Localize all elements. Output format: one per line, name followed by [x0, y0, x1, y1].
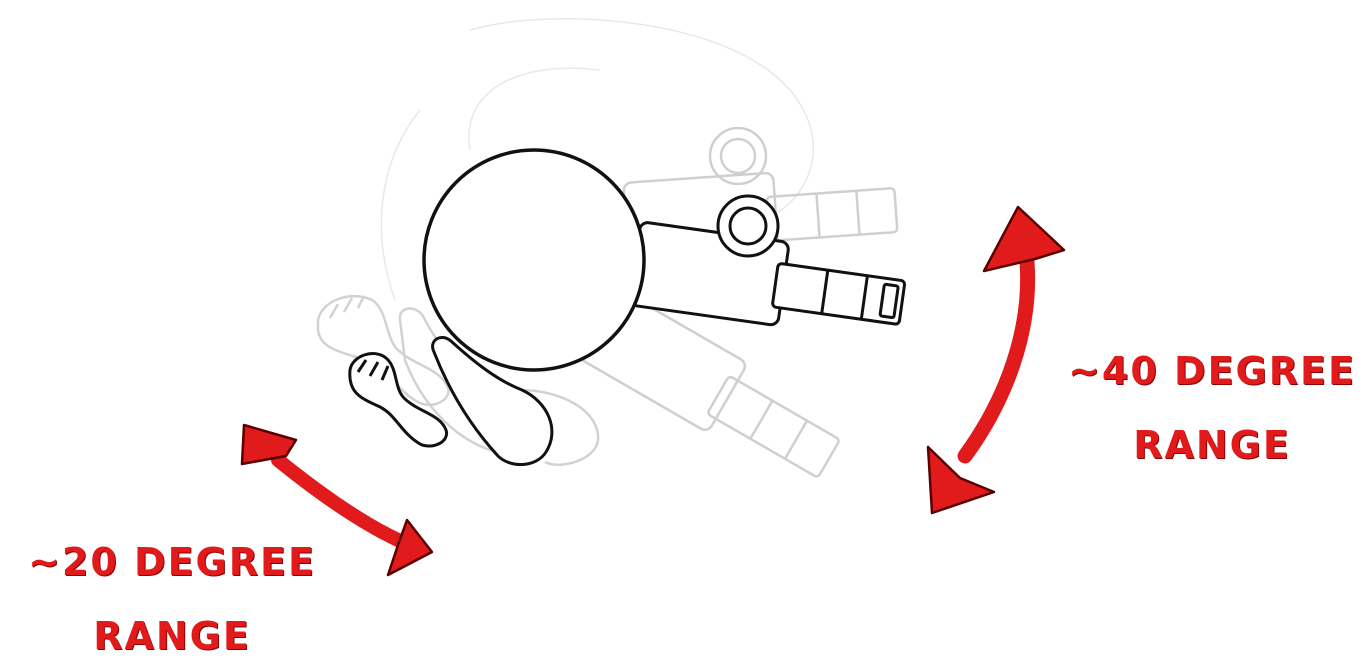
arrow-range-small — [240, 423, 434, 577]
arrow-range-large — [926, 205, 1066, 515]
arrow-range-large-head-top — [982, 205, 1066, 273]
main-trigger — [348, 336, 554, 466]
label-40-degree-range: ~40 DEGREE RANGE — [1056, 352, 1368, 464]
label-20-degree-range: ~20 DEGREE RANGE — [22, 543, 322, 655]
construction-arc-inner — [468, 67, 601, 151]
arrow-range-small-head-bottom — [386, 518, 434, 577]
arrow-range-small-shaft — [271, 453, 405, 547]
main-arm — [628, 194, 907, 327]
arrow-range-large-shaft — [957, 254, 1036, 464]
label-20-line2: RANGE — [93, 614, 251, 658]
construction-arc-outer — [469, 18, 814, 221]
arm-knob-inner — [728, 206, 768, 246]
label-40-line2: RANGE — [1133, 423, 1291, 467]
label-20-line1: ~20 DEGREE — [28, 540, 316, 584]
construction-arc-left — [380, 109, 421, 301]
main-hub-circle — [422, 148, 646, 372]
arrow-range-large-head-bottom — [926, 445, 996, 515]
ghost-arm-lower — [579, 290, 840, 478]
construction-lines — [380, 18, 814, 301]
arrow-range-small-head-top — [240, 423, 298, 466]
label-40-line1: ~40 DEGREE — [1068, 349, 1356, 393]
